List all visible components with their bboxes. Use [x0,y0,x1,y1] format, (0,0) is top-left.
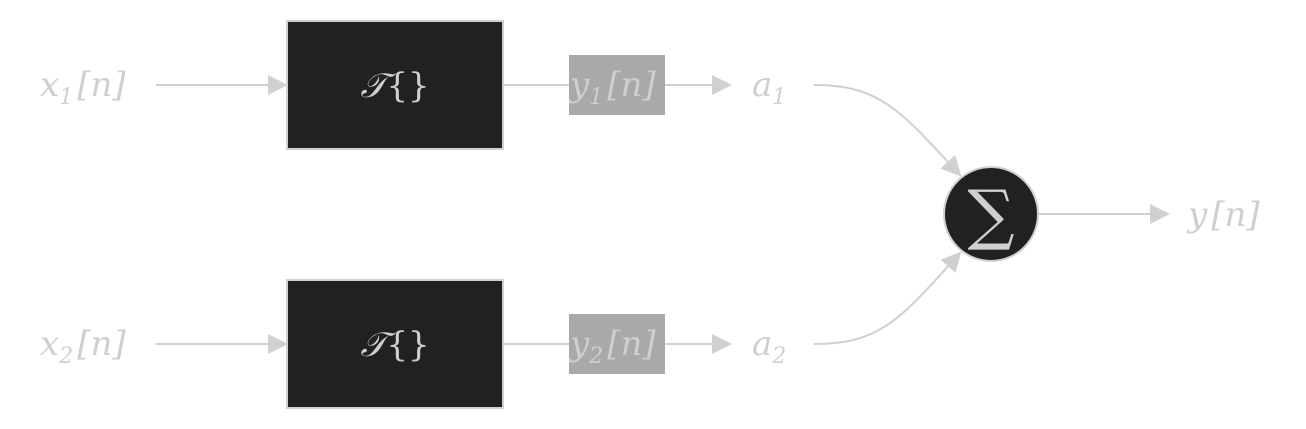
gain-a1: a1 [752,65,786,110]
svg-text:y2[n]: y2[n] [568,324,656,369]
input-x1-subscript: 1 [59,85,73,110]
input-x1: x1[n] [40,65,126,110]
svg-text:y[n]: y[n] [1186,195,1260,235]
output-y-argument: [n] [1211,195,1260,235]
signal-y1-subscript: 1 [589,85,603,110]
input-x2-subscript: 2 [58,344,73,369]
svg-text:x2[n]: x2[n] [40,324,126,369]
signal-label-y2: y2[n] [568,314,665,374]
input-x2-argument: [n] [77,324,126,364]
output-y: y[n] [1186,195,1260,235]
system-block-1-label: 𝒯{} [360,66,429,106]
input-x2: x2[n] [40,324,126,369]
gain-a2-subscript: 2 [771,344,786,369]
signal-y2-base: y [568,324,590,364]
signal-y1-base: y [568,65,590,105]
gain-a2: a2 [752,324,786,369]
gain-a1-subscript: 1 [772,85,786,110]
system-block-2-label: 𝒯{} [360,325,429,365]
signal-y2-argument: [n] [607,324,656,364]
gain-a2-base: a [752,324,772,364]
output-y-base: y [1186,195,1208,235]
system-block-2-rect [286,279,504,409]
signal-label-y1-bg [569,55,665,115]
summing-junction: ∑ [943,166,1039,262]
signal-label-y1: y1[n] [568,55,665,115]
svg-text:x1[n]: x1[n] [40,65,126,110]
operator-braces-2: {} [386,325,429,365]
system-block-1-rect [286,20,504,150]
signal-y2-subscript: 2 [588,344,603,369]
gain-a1-base: a [752,65,772,105]
system-block-1: 𝒯{} [286,20,504,150]
svg-text:a1: a1 [752,65,786,110]
signal-label-y2-bg [569,314,665,374]
operator-braces-1: {} [386,66,429,106]
signal-y1-argument: [n] [607,65,656,105]
input-x1-base: x [40,65,59,105]
arrow-a2-to-summer [813,251,962,345]
input-x2-base: x [40,324,59,364]
svg-text:a2: a2 [752,324,786,369]
sigma-icon: ∑ [967,176,1014,253]
svg-text:y1[n]: y1[n] [568,65,656,110]
input-x1-argument: [n] [77,65,126,105]
arrow-a1-to-summer [813,84,962,177]
system-block-2: 𝒯{} [286,279,504,409]
